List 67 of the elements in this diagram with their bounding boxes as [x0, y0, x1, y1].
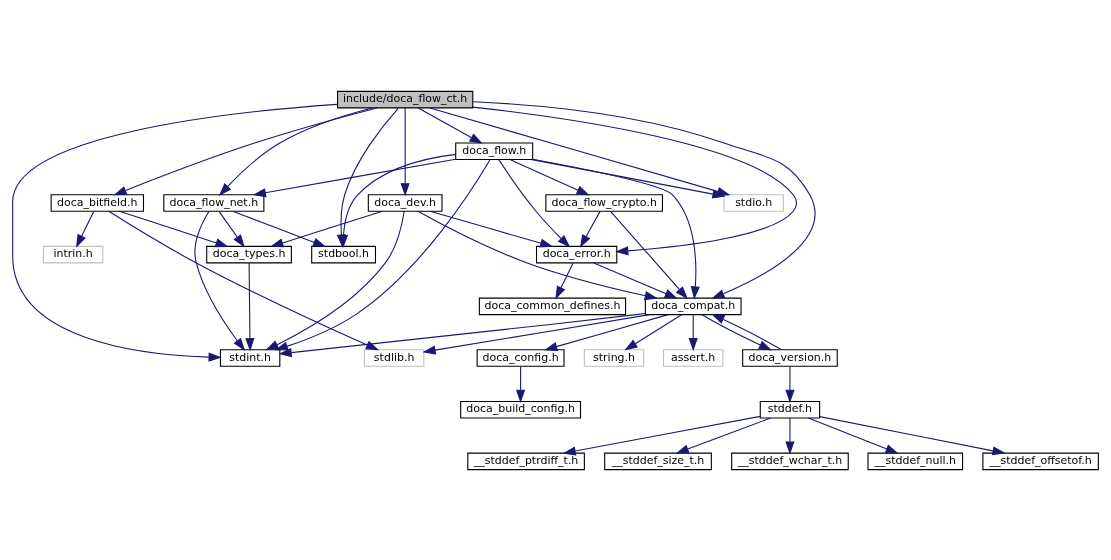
- node-box: __stddef_ptrdiff_t.h: [467, 452, 585, 470]
- arrow: [688, 313, 698, 351]
- arrow: [265, 210, 405, 350]
- arrow: [12, 103, 338, 362]
- arrow: [555, 262, 574, 299]
- arrow: [422, 313, 651, 355]
- arrow: [278, 312, 646, 357]
- arrow: [417, 107, 483, 144]
- node-box: doca_flow.h: [455, 142, 534, 160]
- arrow: [610, 210, 688, 299]
- node-box: doca_bitfield.h: [50, 193, 145, 212]
- arrow: [807, 417, 899, 454]
- arrow: [785, 365, 795, 403]
- node-box: __stddef_null.h: [867, 452, 964, 470]
- arrow: [118, 210, 229, 247]
- arrow: [400, 106, 410, 196]
- arrow: [532, 158, 700, 299]
- arrow: [785, 417, 795, 455]
- node-box: stdint.h: [219, 348, 281, 367]
- arrow: [498, 158, 571, 248]
- arrow: [429, 210, 554, 248]
- node-box: __stddef_size_t.h: [604, 452, 712, 470]
- arrow: [252, 158, 457, 197]
- node-box: doca_compat.h: [644, 297, 742, 315]
- arrow: [218, 106, 373, 196]
- node-box: intrin.h: [42, 245, 104, 263]
- arrow: [515, 365, 526, 403]
- arrow: [472, 100, 816, 299]
- node-box: __stddef_offsetof.h: [982, 452, 1099, 470]
- arrow: [593, 262, 678, 299]
- arrow: [624, 313, 683, 350]
- arrow: [509, 158, 590, 195]
- node-box: doca_config.h: [476, 348, 565, 367]
- node-box: stddef.h: [759, 400, 821, 418]
- arrow: [417, 210, 658, 300]
- node-box: stdlib.h: [363, 348, 425, 367]
- arrow: [232, 210, 327, 247]
- arrow: [562, 415, 761, 456]
- node-box: stdio.h: [723, 193, 784, 212]
- arrow: [579, 210, 601, 248]
- node-box: doca_error.h: [536, 245, 618, 263]
- node-box: doca_types.h: [206, 245, 292, 263]
- node-box: doca_build_config.h: [460, 400, 582, 418]
- node-box: doca_flow_crypto.h: [545, 193, 663, 212]
- node-box: doca_version.h: [742, 348, 838, 367]
- node-box: __stddef_wchar_t.h: [731, 452, 849, 470]
- arrow: [675, 416, 772, 454]
- arrow: [274, 158, 491, 351]
- arrow: [75, 210, 95, 248]
- arrow: [819, 415, 1006, 455]
- node-box: string.h: [583, 348, 645, 367]
- node-box: doca_flow_net.h: [163, 193, 265, 212]
- node-box: doca_dev.h: [367, 193, 443, 212]
- arrow: [544, 313, 669, 351]
- node-box: stdbool.h: [311, 245, 377, 263]
- arrow: [108, 210, 379, 350]
- arrow: [711, 313, 782, 350]
- node-box: doca_common_defines.h: [478, 297, 627, 315]
- arrow: [194, 210, 246, 351]
- arrow: [531, 158, 726, 199]
- node-box: include/doca_flow_ct.h: [337, 90, 474, 108]
- arrow: [245, 262, 255, 351]
- arrow: [472, 106, 798, 255]
- arrow: [701, 313, 773, 350]
- arrow: [113, 106, 378, 195]
- arrow: [218, 210, 245, 248]
- node-box: assert.h: [662, 348, 724, 367]
